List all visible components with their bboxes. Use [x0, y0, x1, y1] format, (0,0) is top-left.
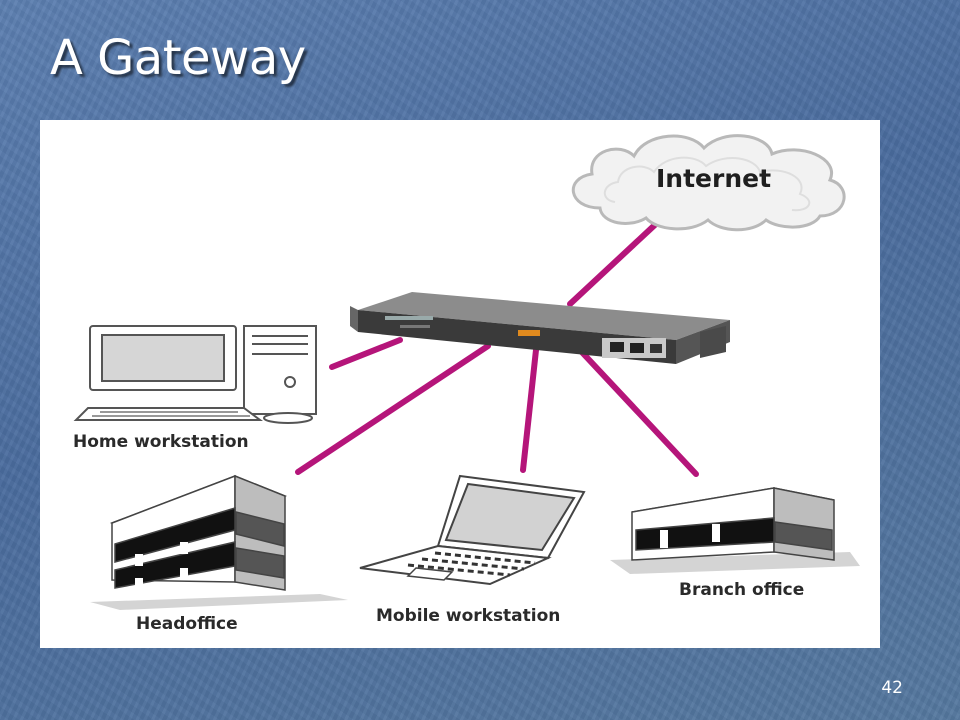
connection-links: [295, 219, 699, 477]
internet-label: Internet: [656, 164, 772, 193]
diagram-canvas: [73, 134, 860, 610]
headoffice-building-icon: [90, 474, 348, 610]
headoffice-label: Headoffice: [136, 614, 238, 634]
slide-title: A Gateway: [50, 30, 306, 86]
laptop-icon: [359, 474, 586, 586]
home-workstation-icon: [73, 325, 317, 424]
gateway-diagram: Internet Home workstation Headoffice Mob…: [40, 120, 880, 648]
link-branch: [575, 345, 699, 477]
branch-office-label: Branch office: [679, 580, 805, 600]
page-number: 42: [881, 678, 903, 698]
link-mobile: [520, 347, 539, 473]
gateway-device-icon: [350, 292, 730, 364]
link-home: [329, 337, 403, 370]
link-headoffice: [295, 343, 491, 475]
mobile-workstation-label: Mobile workstation: [376, 606, 561, 626]
internet-cloud-icon: [572, 134, 846, 232]
link-internet: [567, 219, 661, 307]
branch-office-building-icon: [610, 487, 860, 574]
home-workstation-label: Home workstation: [73, 432, 249, 452]
